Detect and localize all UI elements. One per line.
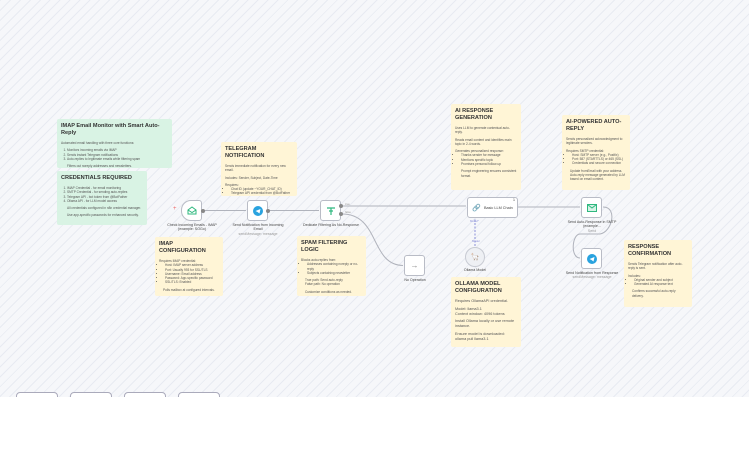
node-imap-label: Check Incoming Emails - IMAP (example: S… [167, 223, 217, 232]
workflow-canvas[interactable]: IMAP Email Monitor with Smart Auto-Reply… [0, 0, 749, 397]
node-smtp-label: Send Auto-Response in SMTP (example...Se… [567, 220, 617, 233]
telegram-icon [252, 205, 263, 216]
node-ollama-label: Ollama Model [463, 268, 487, 272]
true-branch-label: true [345, 202, 350, 206]
bottom-panel [0, 397, 749, 450]
node-filter[interactable] [320, 200, 341, 221]
sticky-note-telegram: TELEGRAM NOTIFICATION Sends immediate no… [221, 142, 297, 196]
false-branch-label: false [345, 210, 351, 214]
node-ollama-model[interactable]: 🦙 [465, 247, 485, 267]
trigger-marker-icon: + [173, 206, 177, 212]
node-basic-llm-chain[interactable]: 🔗 Basic LLM Chain 1 [467, 197, 518, 218]
ollama-icon: 🦙 [470, 254, 480, 261]
sticky-note-auto-reply: AI-POWERED AUTO-REPLY Sends personalized… [562, 115, 630, 190]
sticky-note-confirmation: RESPONSE CONFIRMATION Sends Telegram not… [624, 240, 692, 307]
sticky-note-credentials: CREDENTIALS REQUIRED IMAP Credential - f… [57, 171, 147, 225]
ollama-port-label: Model [472, 239, 480, 243]
link-icon: 🔗 [472, 204, 481, 212]
node-send-notification-response[interactable] [581, 248, 602, 269]
filter-icon [326, 206, 335, 215]
sticky-note-overview: IMAP Email Monitor with Smart Auto-Reply… [57, 119, 172, 168]
telegram-icon [586, 253, 597, 264]
node-noop-label: No Operation [404, 278, 426, 282]
output-port[interactable] [266, 208, 270, 213]
model-port-label: Model* [470, 219, 479, 223]
output-port[interactable] [201, 208, 205, 213]
sticky-note-ai-response: AI RESPONSE GENERATION Uses LLM to gener… [451, 104, 521, 190]
node-telegram-notification[interactable] [247, 200, 268, 221]
connections [203, 205, 613, 266]
node-send-auto-response[interactable] [581, 197, 602, 218]
sticky-note-ollama: OLLAMA MODEL CONFIGURATION Requires Olla… [451, 277, 521, 347]
sticky-note-spam: SPAM FILTERING LOGIC Blocks auto-replies… [297, 236, 366, 296]
arrow-right-icon: → [410, 261, 419, 270]
email-icon [586, 203, 597, 212]
node-filter-label: Dedicate Filtering As No-Response [303, 223, 359, 227]
edge-filter-noop [341, 213, 404, 266]
email-open-icon [187, 206, 196, 215]
run-count-badge: 1 [513, 198, 515, 202]
node-no-operation[interactable]: → [404, 255, 425, 276]
output-port-true[interactable] [339, 204, 343, 208]
output-port-false[interactable] [339, 212, 343, 216]
edge-smtp-telegram2 [572, 206, 613, 259]
node-imap-trigger[interactable] [181, 200, 202, 221]
sticky-note-imap-config: IMAP CONFIGURATION Requires IMAP credent… [155, 237, 223, 296]
